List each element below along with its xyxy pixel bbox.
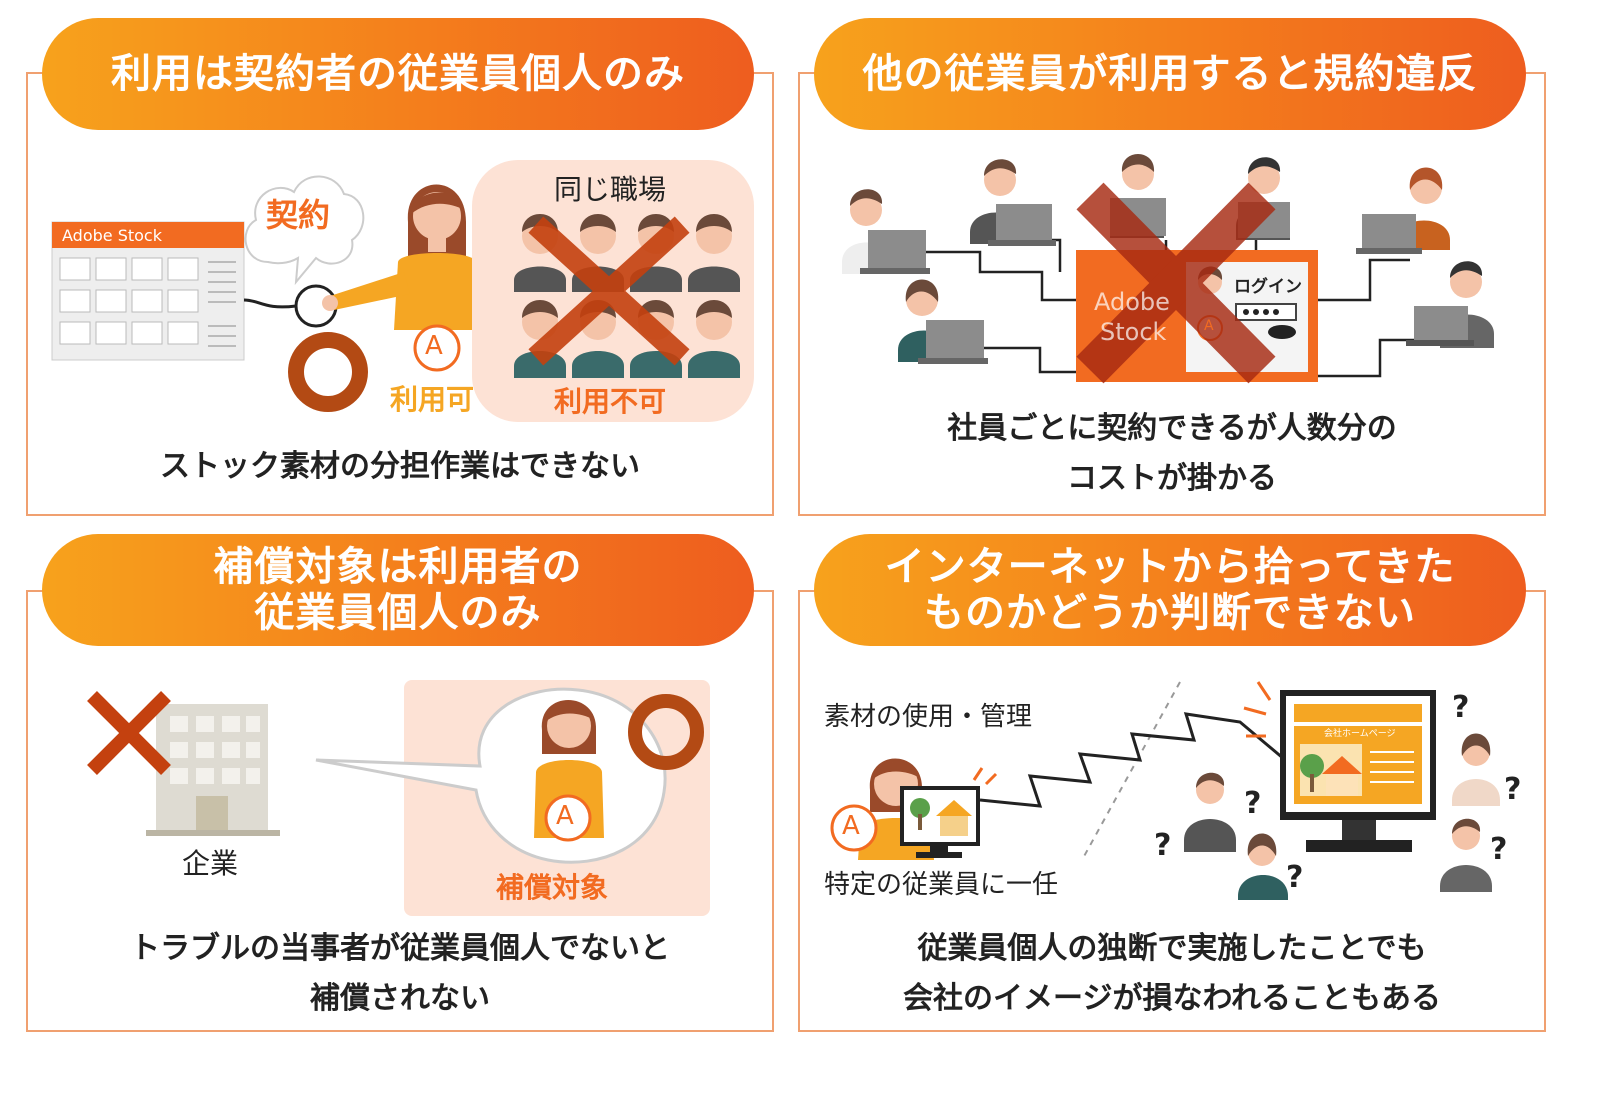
- question-mark-2: ?: [1504, 772, 1522, 807]
- adobe-stock-label: Adobe Stock: [62, 226, 162, 245]
- confused-people-icons: [1184, 733, 1500, 900]
- violation-cross-icon: [1076, 182, 1276, 384]
- panel-4-caption: 従業員個人の独断で実施したことでも 会社のイメージが損なわれることもある: [903, 931, 1441, 1016]
- covered-ok-circle-icon: [628, 694, 704, 770]
- ok-circle-icon: [288, 332, 368, 412]
- covered-a-badge-icon: [544, 794, 592, 842]
- question-mark-4: ?: [1244, 786, 1262, 821]
- company-cross-icon: [87, 691, 171, 775]
- question-mark-5: ?: [1154, 828, 1172, 863]
- same-workplace-label: 同じ職場: [554, 173, 667, 206]
- covered-a-badge-letter: A: [556, 801, 574, 831]
- question-mark-3: ?: [1490, 832, 1508, 867]
- adobe-stock-box-label-2: Stock: [1100, 318, 1167, 346]
- not-allowed-label: 利用不可: [554, 385, 667, 418]
- question-mark-1: ?: [1452, 690, 1470, 725]
- adobe-stock-box-label-1: Adobe: [1094, 288, 1170, 316]
- company-homepage-monitor-icon: [1280, 690, 1436, 852]
- company-building-icon: [146, 704, 280, 836]
- panel-2-title: 他の従業員が利用すると規約違反: [814, 18, 1526, 130]
- contract-bubble-icon: [244, 175, 365, 286]
- covered-employee-icon: [534, 700, 604, 842]
- contractor-woman-icon: [322, 184, 480, 372]
- zigzag-connection: [979, 712, 1291, 808]
- covered-label: 補償対象: [496, 871, 609, 904]
- company-label: 企業: [182, 847, 239, 880]
- adobe-stock-window-icon: [51, 221, 245, 361]
- login-a-badge-letter: A: [1204, 318, 1214, 334]
- material-management-label: 素材の使用・管理: [824, 702, 1033, 732]
- contract-label: 契約: [266, 196, 331, 234]
- allowed-label: 利用可: [390, 383, 475, 416]
- assigned-employee-label: 特定の従業員に一任: [824, 870, 1059, 900]
- employee-a-badge-icon: [413, 324, 461, 372]
- assigned-employee-icon: [830, 758, 980, 860]
- company-homepage-label: 会社ホームページ: [1324, 729, 1396, 739]
- assigned-a-badge-icon: [830, 804, 878, 852]
- login-label: ログイン: [1234, 277, 1302, 297]
- not-allowed-cross-icon: [528, 216, 690, 366]
- login-button-icon: [1268, 325, 1296, 339]
- panel-3-title: 補償対象は利用者の 従業員個人のみ: [42, 534, 754, 646]
- panel-1-caption: ストック素材の分担作業はできない: [160, 449, 640, 484]
- dashed-divider: [1081, 681, 1181, 861]
- panel-1-title: 利用は契約者の従業員個人のみ: [42, 18, 754, 130]
- panel-2-caption: 社員ごとに契約できるが人数分の コストが掛かる: [947, 411, 1397, 496]
- assigned-a-badge-letter: A: [842, 811, 860, 841]
- employee-a-badge-letter: A: [425, 331, 443, 361]
- panel-3-caption: トラブルの当事者が従業員個人でないと 補償されない: [130, 931, 670, 1016]
- question-mark-6: ?: [1286, 860, 1304, 895]
- panel-4-title: インターネットから拾ってきた ものかどうか判断できない: [814, 534, 1526, 646]
